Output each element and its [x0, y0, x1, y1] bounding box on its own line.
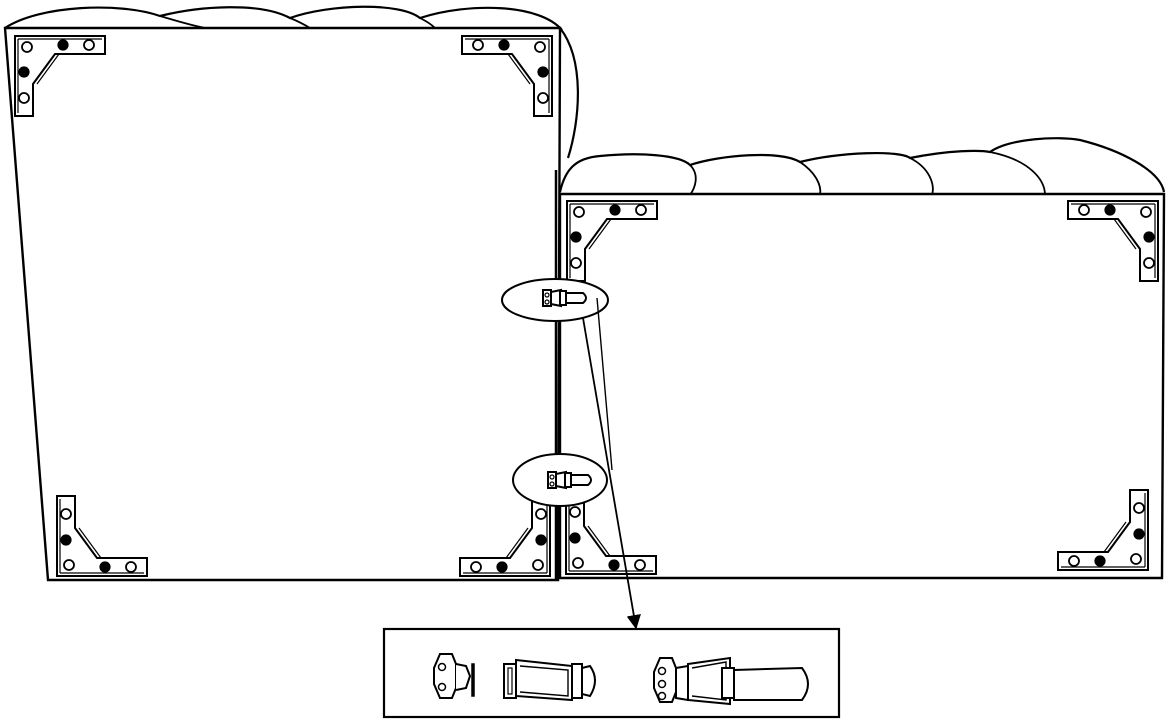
detail-latch-closed [653, 656, 809, 706]
leader-line-secondary [596, 297, 613, 471]
left-arm-side [559, 27, 579, 159]
detail-latch-open [433, 653, 596, 702]
left-back-panel [3, 26, 562, 582]
left-cushion-top [4, 5, 563, 31]
right-cushion-top [558, 137, 1166, 193]
detail-box [382, 627, 841, 719]
leader-line [582, 317, 641, 630]
right-back-panel [558, 192, 1166, 580]
connector-callout-lower [512, 453, 608, 507]
right-sofa-section [558, 137, 1166, 580]
left-sofa-section [3, 5, 579, 582]
connector-callout-upper [501, 278, 609, 322]
